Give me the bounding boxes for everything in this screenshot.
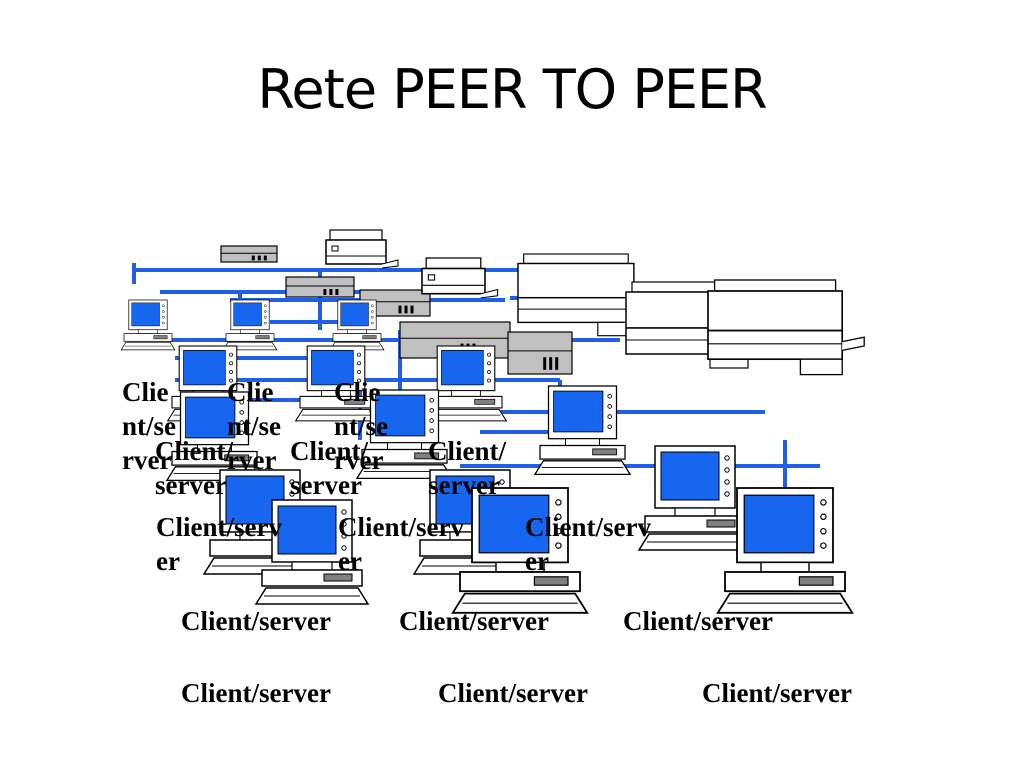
client-label: Client/server [428, 436, 506, 500]
network-devices [120, 229, 865, 614]
client-label: Client/server [181, 678, 331, 708]
printer-icon [325, 229, 399, 269]
client-label: Client/server [290, 436, 368, 500]
client-label: Client/server [122, 377, 176, 475]
client-computer-icon [120, 299, 176, 351]
network-module-icon [285, 276, 355, 298]
client-label: Client/server [334, 377, 388, 475]
client-computer-icon [329, 299, 385, 351]
printer-icon [421, 257, 499, 299]
network-module-icon [220, 245, 278, 263]
client-computer-icon [637, 445, 753, 551]
client-label: Client/server [338, 512, 464, 576]
client-computer-icon [254, 499, 370, 605]
client-computer-icon [716, 487, 854, 614]
client-computer-icon [533, 385, 632, 476]
client-computer-icon [451, 487, 589, 614]
client-computer-icon [222, 299, 278, 351]
client-label: Client/server [525, 512, 651, 576]
client-computer-icon [294, 345, 378, 422]
client-label: Client/server [438, 678, 588, 708]
client-computer-icon [355, 389, 454, 480]
client-label: Client/server [156, 512, 282, 576]
client-label: Client/server [155, 436, 233, 500]
network-module-icon [507, 331, 573, 375]
laser-printer-icon [707, 279, 865, 376]
client-label: Client/server [181, 606, 331, 636]
client-label: Client/server [227, 377, 281, 475]
slide-title: Rete PEER TO PEER [257, 58, 767, 121]
client-label: Client/server [623, 606, 773, 636]
client-label: Client/server [399, 606, 549, 636]
client-computer-icon [424, 345, 508, 422]
client-label: Client/server [702, 678, 852, 708]
